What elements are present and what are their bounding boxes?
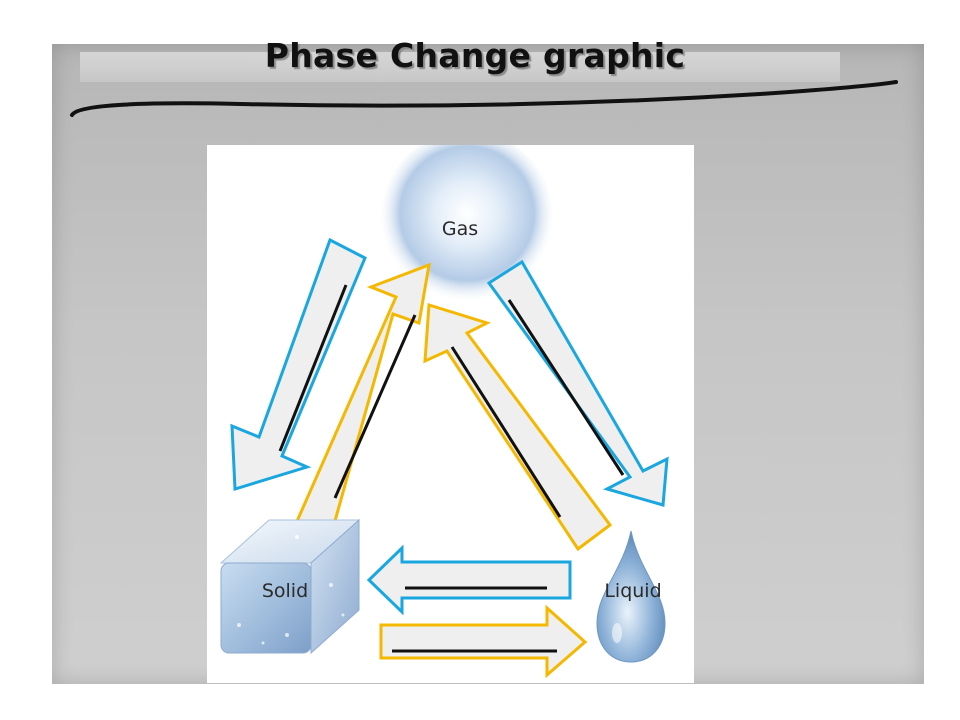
arrow-gas-to-liquid [486,259,669,507]
arrow-liquid-to-solid [366,544,572,616]
arrow-solid-to-liquid [379,604,588,679]
blank-line-gas-to-liquid [507,299,625,476]
blank-line-gas-to-solid [278,284,348,452]
gas-node: Gas [381,145,553,303]
solid-node: Solid [219,518,361,655]
blank-line-solid-to-gas [333,314,417,499]
arrow-gas-to-solid [230,237,367,491]
arrow-solid-to-gas [291,262,431,530]
liquid-label: Liquid [604,580,661,602]
slide-title: Phase Change graphic [264,36,686,75]
title-underline [70,80,898,117]
gas-cloud-icon [381,145,553,303]
arrow-liquid-to-gas [423,303,613,552]
gas-label: Gas [442,218,478,240]
phase-change-diagram: Gas [219,145,669,679]
diagram-panel: Gas [207,145,694,683]
blank-line-liquid-to-gas [450,346,562,518]
ice-cube-icon [219,518,361,655]
solid-label: Solid [262,580,308,602]
liquid-node: Liquid [596,530,666,663]
slide-frame-highlight [80,52,840,82]
